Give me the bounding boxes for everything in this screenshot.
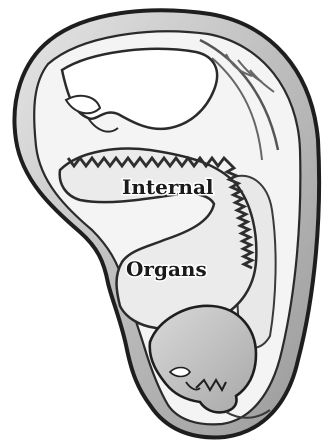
label-organs: Organs xyxy=(126,257,207,281)
upper-limb-shape xyxy=(62,49,217,129)
head-eye xyxy=(170,368,190,377)
label-internal: Internal xyxy=(122,175,214,199)
